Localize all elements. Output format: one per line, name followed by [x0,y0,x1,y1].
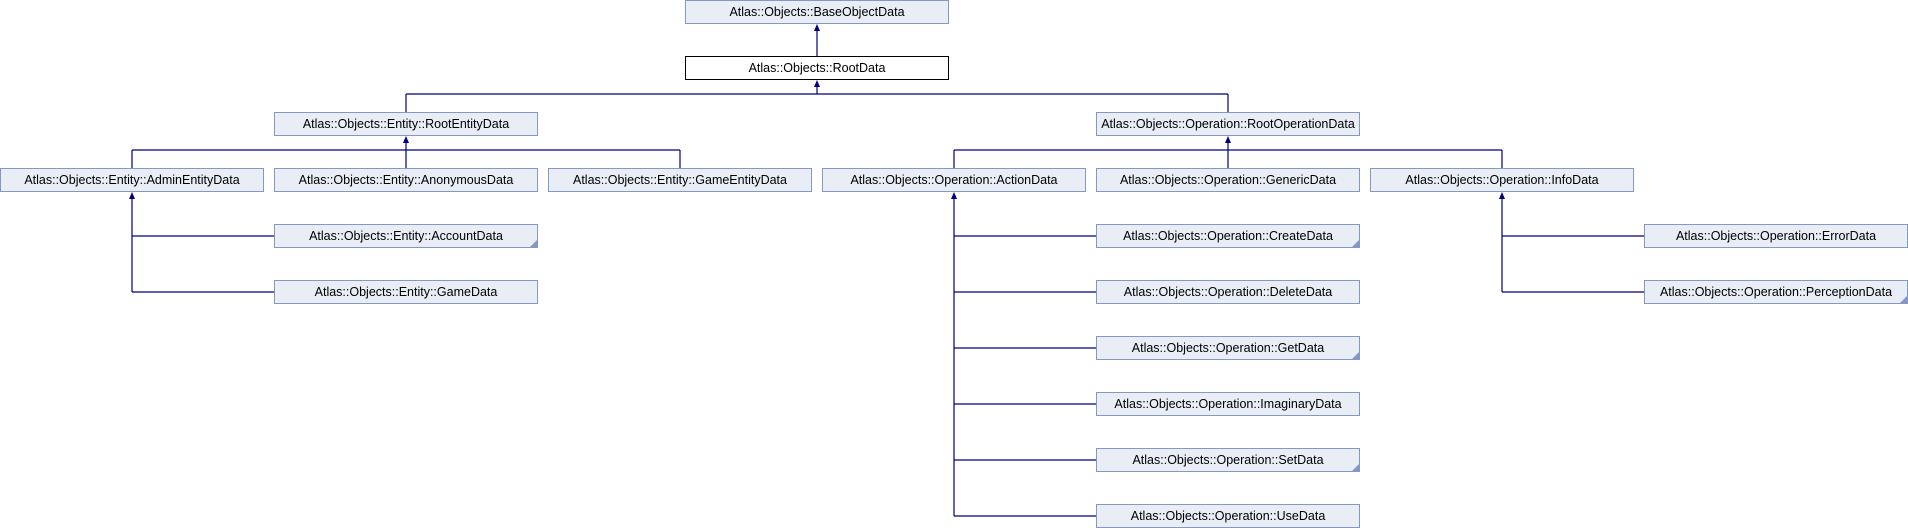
node-root-entity-data[interactable]: Atlas::Objects::Entity::RootEntityData [274,112,538,136]
node-root-operation-data[interactable]: Atlas::Objects::Operation::RootOperation… [1096,112,1360,136]
arrow-base_object [814,24,820,31]
node-error-data[interactable]: Atlas::Objects::Operation::ErrorData [1644,224,1908,248]
node-account-data[interactable]: Atlas::Objects::Entity::AccountData [274,224,538,248]
node-set-data[interactable]: Atlas::Objects::Operation::SetData [1096,448,1360,472]
node-root-data: Atlas::Objects::RootData [685,56,949,80]
arrow-action [951,192,957,199]
arrow-root_entity [403,136,409,143]
node-anonymous-data[interactable]: Atlas::Objects::Entity::AnonymousData [274,168,538,192]
node-use-data[interactable]: Atlas::Objects::Operation::UseData [1096,504,1360,528]
node-action-data[interactable]: Atlas::Objects::Operation::ActionData [822,168,1086,192]
arrow-root_operation [1225,136,1231,143]
node-get-data[interactable]: Atlas::Objects::Operation::GetData [1096,336,1360,360]
arrow-admin_entity [129,192,135,199]
node-delete-data[interactable]: Atlas::Objects::Operation::DeleteData [1096,280,1360,304]
node-admin-entity-data[interactable]: Atlas::Objects::Entity::AdminEntityData [0,168,264,192]
node-create-data[interactable]: Atlas::Objects::Operation::CreateData [1096,224,1360,248]
node-info-data[interactable]: Atlas::Objects::Operation::InfoData [1370,168,1634,192]
node-base-object-data[interactable]: Atlas::Objects::BaseObjectData [685,0,949,24]
node-imaginary-data[interactable]: Atlas::Objects::Operation::ImaginaryData [1096,392,1360,416]
arrow-info [1499,192,1505,199]
node-perception-data[interactable]: Atlas::Objects::Operation::PerceptionDat… [1644,280,1908,304]
node-game-data[interactable]: Atlas::Objects::Entity::GameData [274,280,538,304]
node-game-entity-data[interactable]: Atlas::Objects::Entity::GameEntityData [548,168,812,192]
arrow-root [814,80,820,87]
node-generic-data[interactable]: Atlas::Objects::Operation::GenericData [1096,168,1360,192]
